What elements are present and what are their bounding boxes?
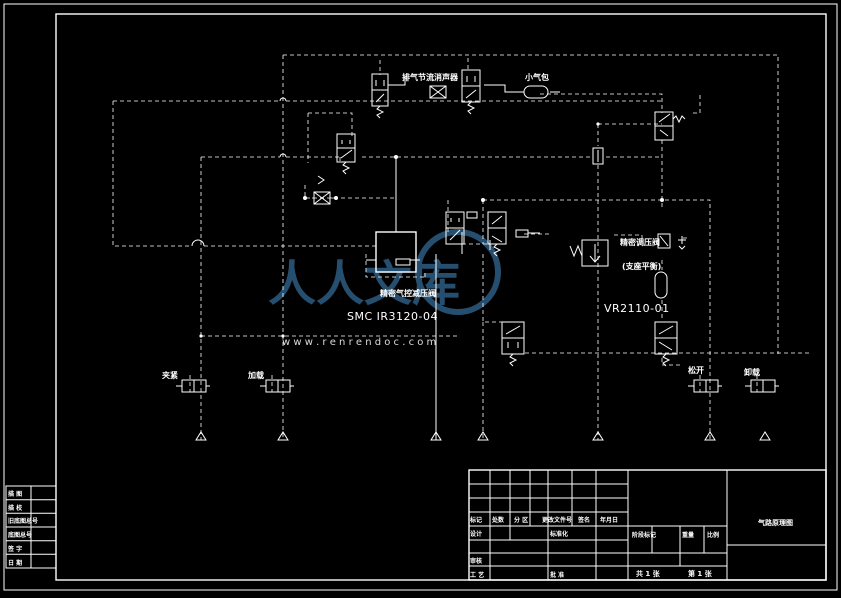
label-small-tank: 小气包 [524,72,549,82]
tb-cell-date: 年月日 [600,516,618,524]
valve-bottom-right [654,321,678,367]
side-cell-0: 描 图 [8,490,22,498]
inner-frame [55,13,827,581]
solenoid-regulator [657,233,686,250]
tb-cell-zone: 分 区 [514,516,528,524]
tb-cell-change-doc: 更改文件号 [542,516,572,524]
small-filter [592,147,604,165]
watermark-brand: 人人文库 [268,256,460,312]
label-smc-model: SMC IR3120-04 [347,310,438,323]
label-vr-model: VR2110-01 [604,302,670,315]
tb-cell-process: 工 艺 [470,571,484,579]
tb-cell-approve: 批 准 [550,571,564,579]
outer-frame [3,3,838,591]
side-cell-3: 底图总号 [8,531,32,539]
label-exhaust-muffler: 排气节流消声器 [402,72,459,82]
precision-pressure-valve [366,231,417,273]
label-clamp: 夹紧 [162,370,178,380]
precision-regulator [569,239,609,267]
side-table: 描 图 描 校 旧底图总号 底图总号 签 字 日 期 [5,485,57,569]
valve-exhaust-right [461,69,481,115]
side-cell-2: 旧底图总号 [8,517,38,525]
muffler-symbol [429,85,447,99]
watermark: 人人文库 w w w . r e n r e n d o c . c o m [268,229,501,348]
label-balance-note: (支座平衡) [622,261,661,271]
title-block: 标记 处数 分 区 更改文件号 签名 年月日 阶段标记 重量 比例 设计 标准化… [468,469,827,581]
manual-valve-clamp [176,379,210,393]
small-air-tank [520,85,549,99]
tb-cell-standard: 标准化 [549,530,568,538]
manual-valve-unload [745,379,779,393]
tb-cell-count: 处数 [491,516,505,524]
tb-cell-sign: 签名 [577,516,590,524]
line-hops [191,97,287,247]
junction-dots [199,122,664,338]
check-valve [313,175,331,205]
tb-cell-scale: 比例 [707,531,719,539]
label-release: 松开 [688,365,704,375]
label-precision-regulator: 精密调压阀 [620,237,660,247]
tb-title: 气路原理图 [757,518,793,527]
tb-sheet-total: 共 1 张 [636,569,661,578]
main-lines [388,76,560,440]
manual-valve-load [260,379,294,393]
tb-sheet-no: 第 1 张 [688,569,713,578]
label-precision-pressure-valve: 精密气控减压阀 [380,288,436,298]
valve-exhaust-left [371,73,389,119]
manual-valve-release [688,379,722,393]
side-cell-5: 日 期 [8,559,22,567]
valve-bottom-center [501,321,525,367]
tb-cell-review: 审核 [470,557,482,565]
tb-cell-mark: 标记 [469,516,482,524]
side-cell-4: 签 字 [7,545,22,553]
pressure-sources [195,431,771,441]
valve-center-right [487,211,540,257]
valve-mid-left [336,133,356,175]
watermark-url: w w w . r e n r e n d o c . c o m [282,337,436,348]
valve-center-left [445,211,478,245]
side-cell-1: 描 校 [8,504,23,512]
tb-cell-weight: 重量 [682,531,694,539]
tb-cell-design: 设计 [470,530,482,538]
vr-relay-valve [654,271,668,299]
label-load: 加载 [247,370,264,380]
label-unload: 卸载 [744,367,760,377]
valve-top-right [654,111,686,141]
tb-cell-stage: 阶段标记 [632,531,656,539]
